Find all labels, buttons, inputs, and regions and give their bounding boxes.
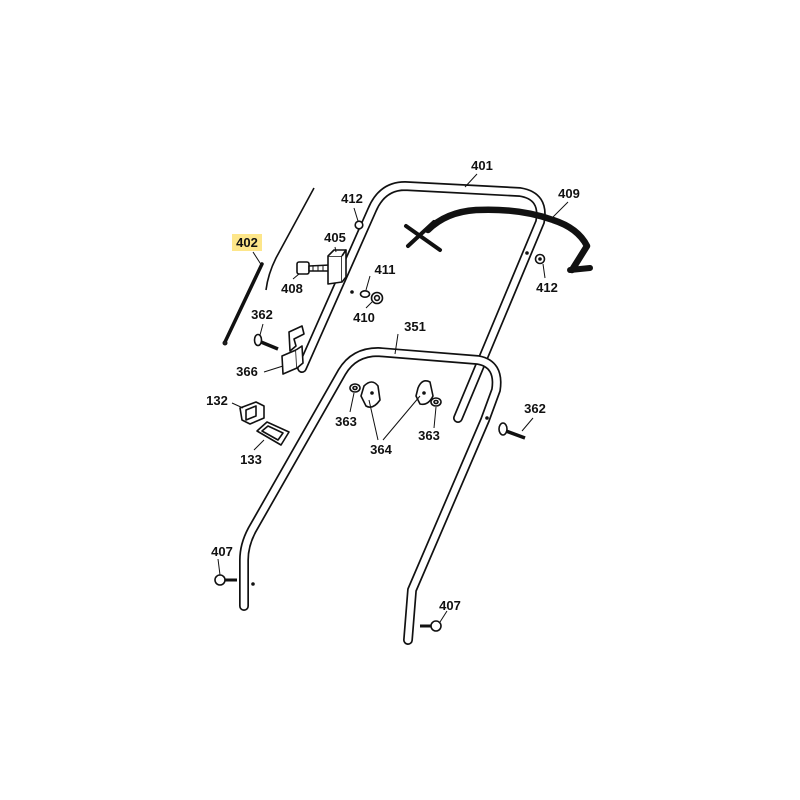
part-labels: 401 409 412 412 402 405 408 411 410 362 … bbox=[206, 158, 580, 613]
cam-lever-364-right bbox=[415, 380, 434, 406]
label-408: 408 bbox=[281, 281, 303, 296]
washer-363-right bbox=[430, 397, 442, 407]
label-412-right: 412 bbox=[536, 280, 558, 295]
control-bail-409 bbox=[404, 206, 593, 274]
label-411: 411 bbox=[375, 262, 396, 277]
washer-363-left bbox=[349, 383, 361, 393]
knob-bolt-408 bbox=[296, 261, 331, 275]
label-405: 405 bbox=[324, 230, 346, 245]
label-407-left: 407 bbox=[211, 544, 233, 559]
label-407-right: 407 bbox=[439, 598, 461, 613]
label-362-left: 362 bbox=[251, 307, 273, 322]
washer-411 bbox=[359, 289, 371, 298]
cover-133 bbox=[256, 421, 290, 446]
clip-412-upper bbox=[354, 220, 364, 230]
label-402: 402 bbox=[236, 235, 258, 250]
label-412-upper: 412 bbox=[341, 191, 363, 206]
label-409: 409 bbox=[558, 186, 580, 201]
leader-lines bbox=[217, 173, 569, 623]
bracket-132 bbox=[239, 401, 265, 425]
highlight-box-402 bbox=[232, 234, 262, 251]
screw-407-right bbox=[420, 620, 442, 632]
label-362-right: 362 bbox=[524, 401, 546, 416]
screw-407-left bbox=[214, 574, 237, 586]
label-366: 366 bbox=[236, 364, 258, 379]
label-401: 401 bbox=[471, 158, 493, 173]
label-364: 364 bbox=[370, 442, 392, 457]
control-cable-402 bbox=[222, 187, 315, 346]
clip-412-right bbox=[534, 253, 546, 265]
lower-handle-351 bbox=[239, 347, 502, 645]
upper-handle-401 bbox=[297, 181, 546, 423]
nut-410 bbox=[370, 291, 384, 305]
lever-366 bbox=[281, 325, 305, 375]
block-405 bbox=[327, 249, 347, 285]
label-351: 351 bbox=[404, 319, 426, 334]
label-363-right: 363 bbox=[418, 428, 440, 443]
label-132: 132 bbox=[206, 393, 228, 408]
cam-lever-364-left bbox=[360, 381, 381, 408]
bolt-362-left bbox=[253, 333, 279, 351]
label-133: 133 bbox=[240, 452, 262, 467]
label-410: 410 bbox=[353, 310, 375, 325]
label-363-left: 363 bbox=[335, 414, 357, 429]
bolt-362-right bbox=[498, 422, 526, 440]
